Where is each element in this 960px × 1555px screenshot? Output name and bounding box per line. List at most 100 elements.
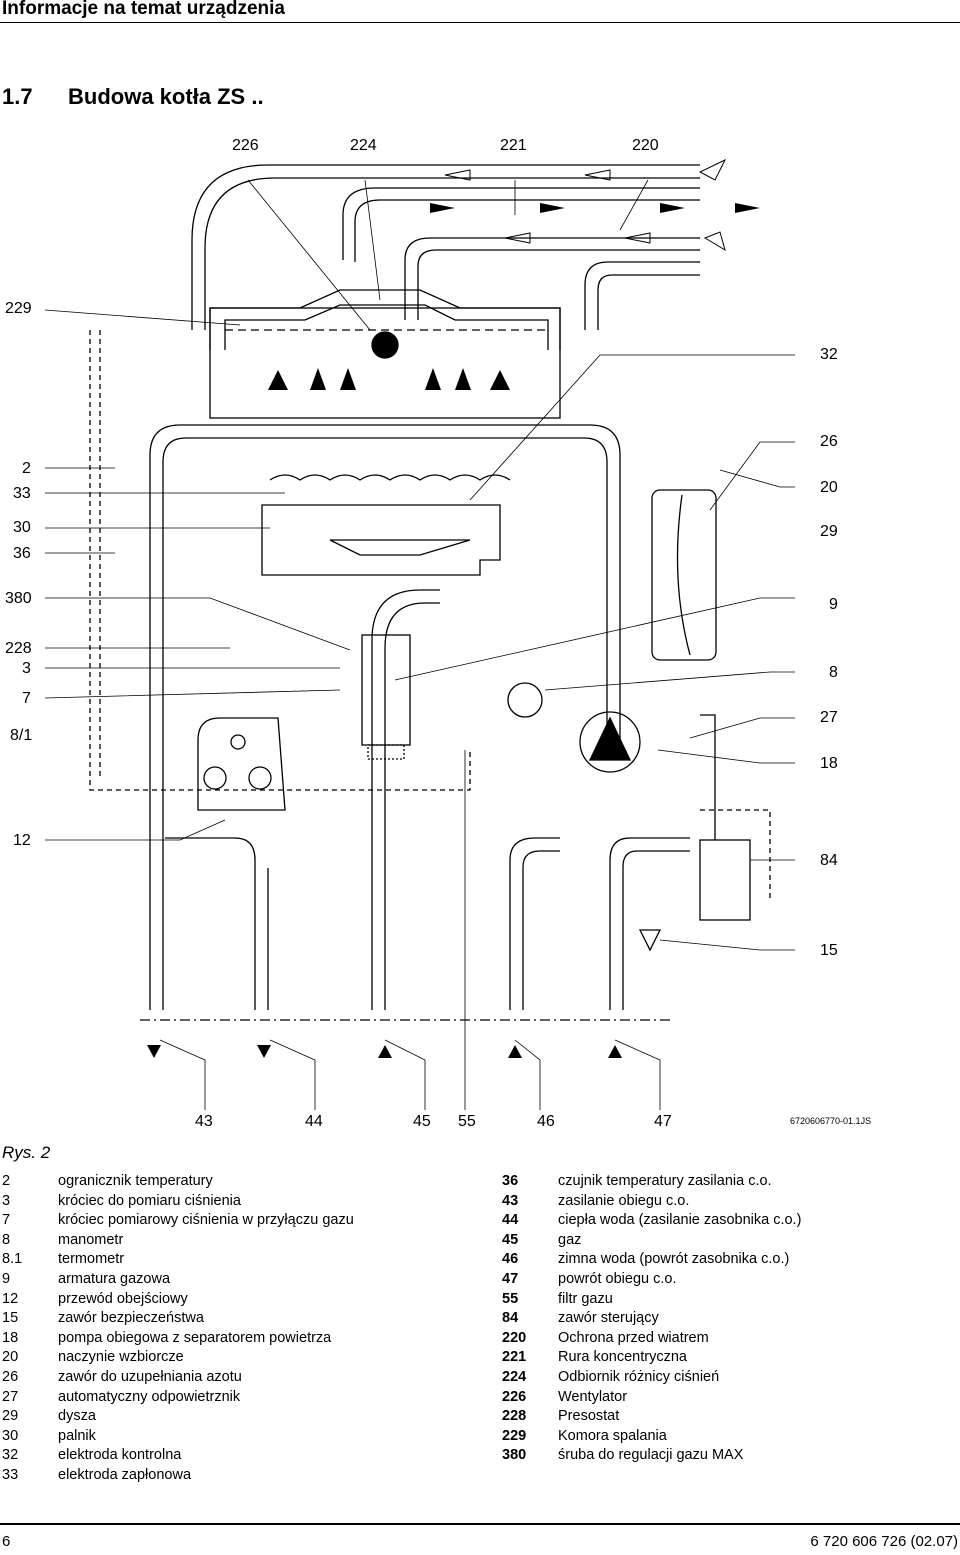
page-header: Informacje na temat urządzenia xyxy=(0,0,960,23)
callout-380: 380 xyxy=(5,590,32,607)
gas-pipe xyxy=(371,589,440,1010)
legend-key: 226 xyxy=(502,1388,527,1405)
expansion-vessel xyxy=(651,489,717,661)
legend-key: 32 xyxy=(2,1447,19,1464)
callout-15: 15 xyxy=(820,942,838,959)
callout-229: 229 xyxy=(5,300,32,317)
flue-return-pipe-b xyxy=(417,249,700,320)
legend-text: śruba do regulacji gazu MAX xyxy=(558,1447,744,1464)
arrow-up-2 xyxy=(310,368,326,390)
legend-text: palnik xyxy=(58,1427,96,1444)
legend-row: 26 zawór do uzupełniania azotu xyxy=(2,1368,354,1388)
flue-inner-pipe xyxy=(342,187,700,260)
wiring xyxy=(89,330,471,791)
legend-text: elektroda zapłonowa xyxy=(58,1466,192,1483)
legend-key: 18 xyxy=(2,1329,19,1346)
burner-flames xyxy=(269,474,511,481)
legend-key: 8 xyxy=(2,1231,11,1248)
callout-3: 3 xyxy=(22,660,31,677)
legend-key: 47 xyxy=(502,1270,519,1287)
callout-7: 7 xyxy=(22,690,31,707)
flue-right-riser-b xyxy=(597,274,700,330)
legend-text: zawór do uzupełniania azotu xyxy=(58,1368,242,1385)
pump-triangle xyxy=(588,716,632,761)
flue-inner-pipe-lower xyxy=(354,199,700,262)
legend-text: zasilanie obiegu c.o. xyxy=(558,1192,690,1209)
callout-18: 18 xyxy=(820,755,838,772)
pipe-44 xyxy=(165,837,256,861)
header-rule xyxy=(0,22,960,23)
pipe-44-v xyxy=(254,860,269,1010)
legend-key: 12 xyxy=(2,1290,19,1307)
callout-9: 9 xyxy=(829,596,838,613)
callout-12: 12 xyxy=(13,832,31,849)
legend-text: filtr gazu xyxy=(558,1290,613,1307)
flue-return-pipe xyxy=(404,237,700,320)
callout-2: 2 xyxy=(22,460,31,477)
legend-text: zawór sterujący xyxy=(558,1310,659,1327)
arrow-up-47 xyxy=(608,1045,622,1058)
legend-key: 380 xyxy=(502,1447,527,1464)
section-number: 1.7 xyxy=(2,84,33,109)
legend-text: przewód obejściowy xyxy=(58,1290,188,1307)
callout-27: 27 xyxy=(820,709,838,726)
flow-pipe-right xyxy=(700,714,716,840)
legend-text: króciec do pomiaru ciśnienia xyxy=(58,1192,241,1209)
legend-text: króciec pomiarowy ciśnienia w przyłączu … xyxy=(58,1212,354,1229)
arrow-right-4 xyxy=(735,203,760,213)
pipe-46-b xyxy=(522,850,560,1010)
legend-key: 15 xyxy=(2,1310,19,1327)
legend-row: 12 przewód obejściowy xyxy=(2,1290,354,1310)
legend-key: 26 xyxy=(2,1368,19,1385)
callout-8-1: 8/1 xyxy=(10,727,33,744)
pipe-43 xyxy=(149,640,164,1010)
arrow-left-1 xyxy=(444,169,471,181)
callout-55: 55 xyxy=(458,1113,476,1130)
callout-220: 220 xyxy=(632,137,659,154)
manometer xyxy=(507,682,543,718)
arrow-right-1 xyxy=(430,203,455,213)
page-number: 6 xyxy=(2,1533,11,1550)
boiler-diagram xyxy=(44,158,795,1110)
legend-text: Odbiornik różnicy ciśnień xyxy=(558,1368,720,1385)
legend-key: 228 xyxy=(502,1408,527,1425)
legend-text: dysza xyxy=(58,1408,96,1425)
header-title: Informacje na temat urządzenia xyxy=(2,0,285,19)
legend-key: 220 xyxy=(502,1329,527,1346)
arrow-left-2 xyxy=(584,169,611,181)
callout-20: 20 xyxy=(820,479,838,496)
arrow-up-3 xyxy=(340,368,356,390)
legend-key: 2 xyxy=(2,1173,11,1189)
legend-row: 2 ogranicznik temperatury xyxy=(2,1172,354,1192)
callout-226: 226 xyxy=(232,137,259,154)
arrow-up-4 xyxy=(425,368,441,390)
legend-text: ogranicznik temperatury xyxy=(58,1173,213,1189)
callout-224: 224 xyxy=(350,137,377,154)
legend-key: 45 xyxy=(502,1231,519,1248)
legend-key: 84 xyxy=(502,1310,519,1327)
figure-caption: Rys. 2 xyxy=(2,1143,51,1162)
gas-filter xyxy=(367,744,405,760)
legend-text: Wentylator xyxy=(558,1388,628,1405)
callout-26: 26 xyxy=(820,433,838,450)
pump-body xyxy=(579,711,641,773)
arrow-up-46 xyxy=(508,1045,522,1058)
control-valve xyxy=(699,839,751,921)
legend-key: 46 xyxy=(502,1251,519,1268)
